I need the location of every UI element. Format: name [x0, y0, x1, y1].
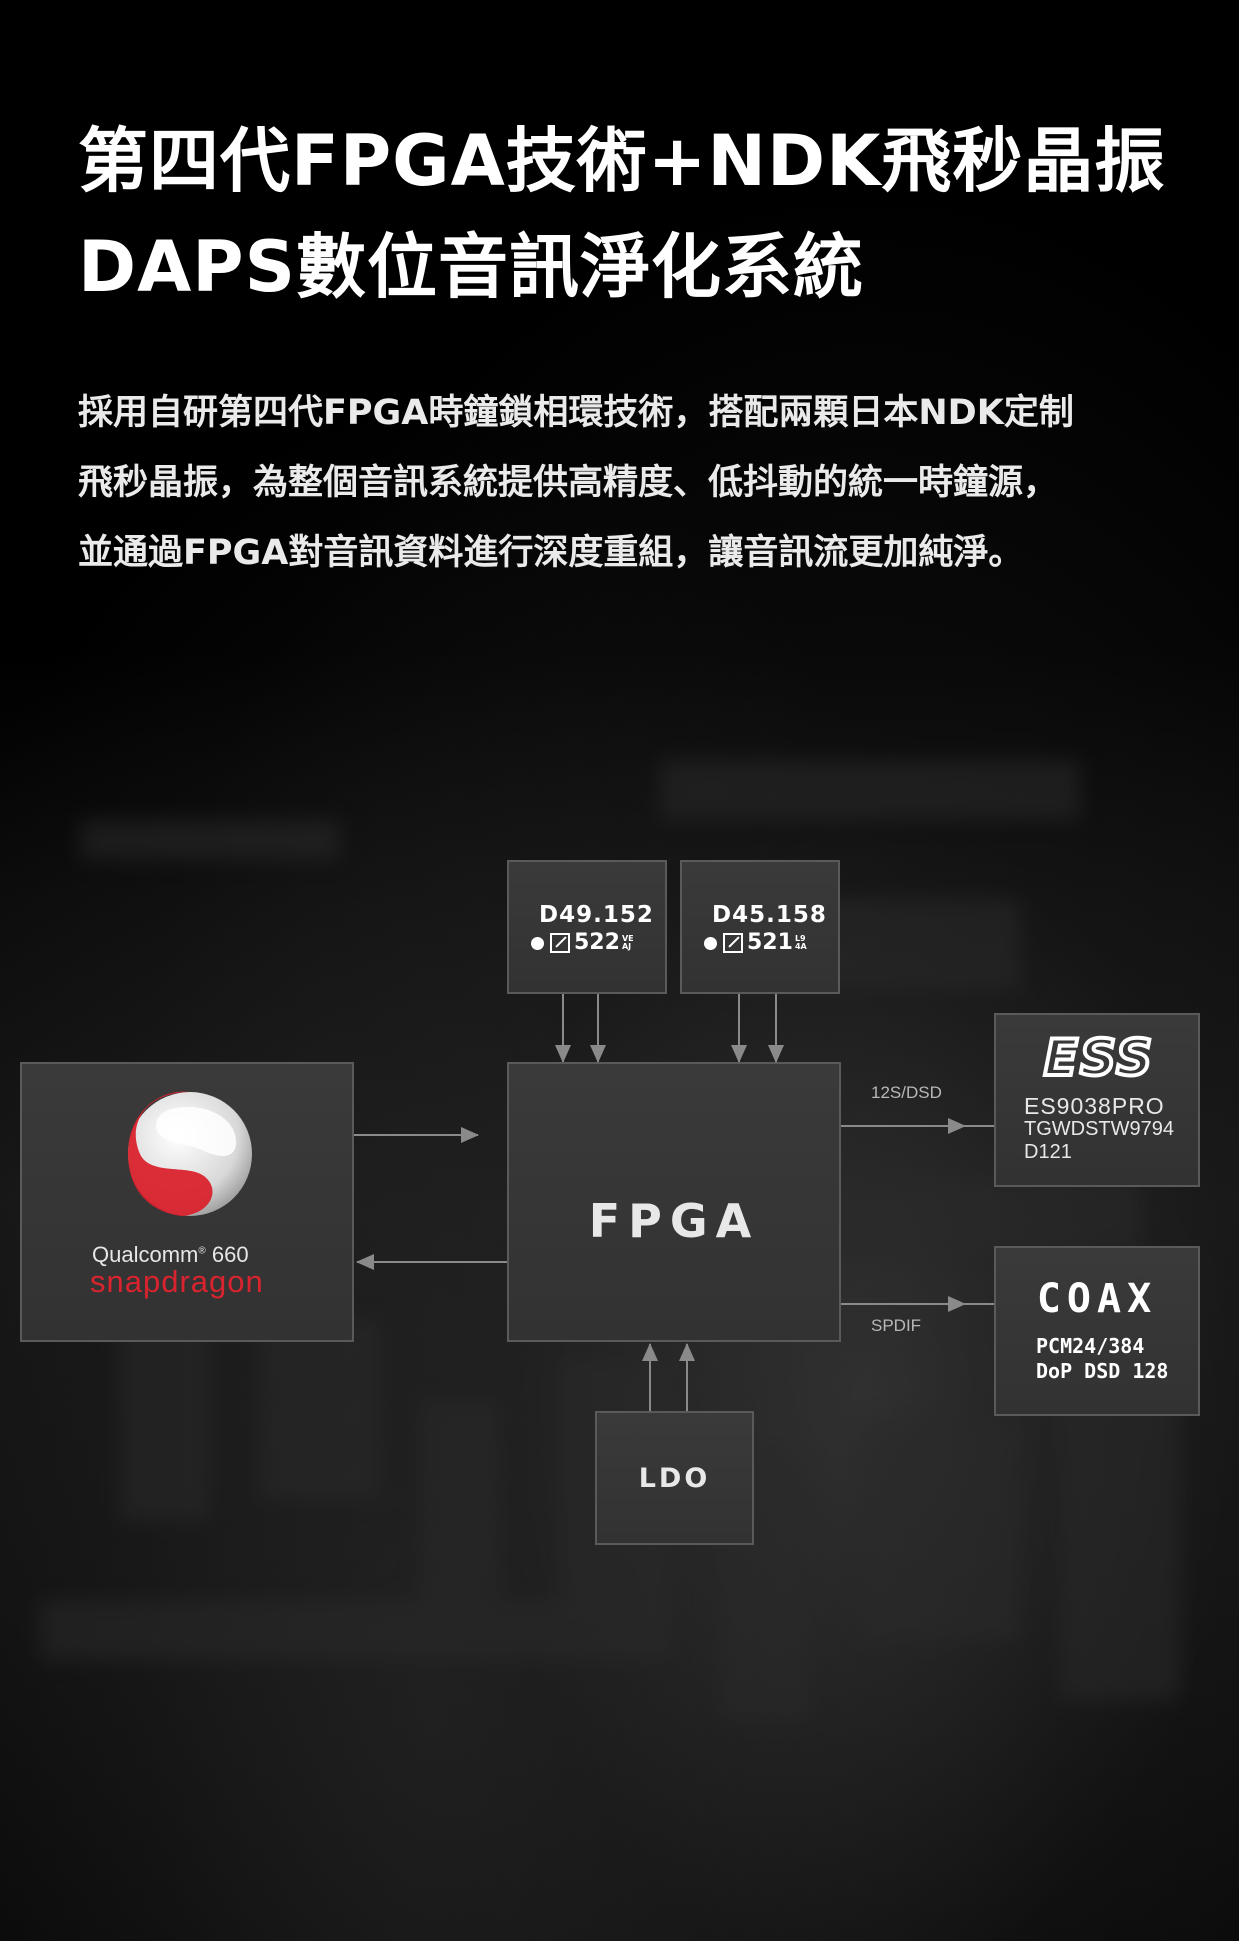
page-title: 第四代FPGA技術+NDK飛秒晶振 DAPS數位音訊淨化系統: [78, 108, 1178, 320]
soc-model: 660: [211, 1242, 249, 1267]
snapdragon-label: snapdragon: [90, 1264, 264, 1299]
dot-icon: [531, 936, 544, 950]
fpga-chip: FPGA: [507, 1062, 841, 1342]
dot-icon: [704, 936, 717, 950]
spdif-link-label: SPDIF: [871, 1316, 922, 1335]
ldo-regulator: LDO: [595, 1411, 754, 1545]
crystal2-code: 521: [747, 930, 793, 955]
ndk-logo-icon: [550, 933, 570, 953]
intro-line-1: 採用自研第四代FPGA時鐘鎖相環技術，搭配兩顆日本NDK定制: [78, 393, 1074, 433]
crystal1-frequency: D49.152: [539, 902, 654, 928]
svg-text:ESS: ESS: [1044, 1031, 1154, 1085]
crystal1-code: 522: [574, 930, 620, 955]
crystal2-frequency: D45.158: [712, 902, 827, 928]
crystal2-lot-bottom: 4A: [794, 942, 807, 951]
ess-dac-chip: ESS ES9038PRO TGWDSTW9794 D121: [994, 1013, 1200, 1187]
ndk-logo-icon: [723, 933, 743, 953]
dac-part-number: ES9038PRO: [1024, 1093, 1165, 1119]
ldo-label: LDO: [638, 1463, 711, 1494]
qualcomm-label: Qualcomm® 660: [92, 1242, 249, 1267]
dac-date-code: D121: [1024, 1141, 1072, 1163]
title-line-1: 第四代FPGA技術+NDK飛秒晶振: [78, 120, 1166, 202]
snapdragon-logo-icon: [128, 1091, 252, 1216]
coax-title: COAX: [1036, 1276, 1158, 1322]
intro-line-2: 飛秒晶振，為整個音訊系統提供高精度、低抖動的統一時鐘源，: [78, 463, 1059, 503]
intro-line-3: 並通過FPGA對音訊資料進行深度重組，讓音訊流更加純淨。: [78, 533, 1024, 573]
coax-specs: PCM24/384 DoP DSD 128: [1036, 1334, 1168, 1384]
crystal1-lot-bottom: AJ: [621, 942, 632, 951]
soc-brand: Qualcomm: [92, 1242, 199, 1267]
crystal1-lot-top: VE: [621, 934, 634, 943]
intro-paragraph: 採用自研第四代FPGA時鐘鎖相環技術，搭配兩顆日本NDK定制 飛秒晶振，為整個音…: [78, 378, 1178, 588]
ess-logo-icon: ESS: [1042, 1027, 1154, 1089]
dac-markings: ES9038PRO TGWDSTW9794 D121: [1024, 1095, 1174, 1164]
coax-dsd-spec: DoP DSD 128: [1036, 1359, 1169, 1383]
fpga-label: FPGA: [588, 1194, 760, 1248]
snapdragon-soc: Qualcomm® 660 snapdragon: [20, 1062, 354, 1342]
title-line-2: DAPS數位音訊淨化系統: [78, 226, 864, 308]
ess-logo: ESS: [1026, 1027, 1172, 1089]
i2s-link-label: 12S/DSD: [871, 1083, 942, 1102]
dac-lot-code: TGWDSTW9794: [1024, 1118, 1175, 1140]
coax-pcm-spec: PCM24/384: [1036, 1334, 1145, 1358]
crystal2-lot-top: L9: [794, 934, 806, 943]
coax-output: COAX PCM24/384 DoP DSD 128: [994, 1246, 1200, 1416]
